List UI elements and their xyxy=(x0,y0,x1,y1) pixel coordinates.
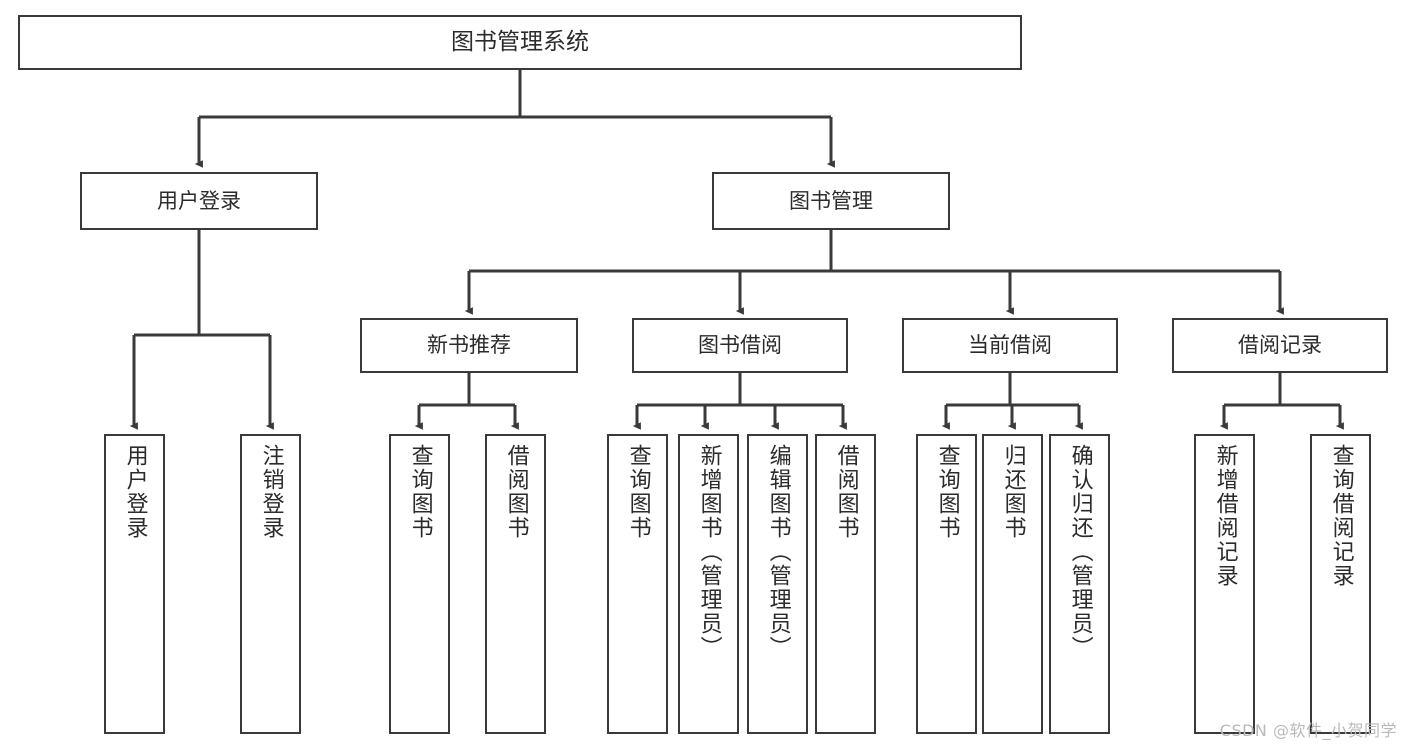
node-book-borrow[interactable]: 图书借阅 xyxy=(632,318,848,373)
node-leaf-query-book-1-label: 查询图书 xyxy=(407,444,433,540)
node-leaf-return-book[interactable]: 归还图书 xyxy=(982,434,1043,734)
node-leaf-query-book-3-label: 查询图书 xyxy=(934,444,960,540)
node-leaf-logout-login-label: 注销登录 xyxy=(258,444,284,540)
node-new-book-recommend-label: 新书推荐 xyxy=(427,333,511,358)
connector-userlogin-to-leaves xyxy=(129,230,274,430)
node-leaf-add-book[interactable]: 新增图书（管理员） xyxy=(678,434,739,734)
node-leaf-borrow-book-1[interactable]: 借阅图书 xyxy=(485,434,546,734)
connector-bookborrow-to-leaves xyxy=(632,373,847,430)
node-leaf-query-book-2[interactable]: 查询图书 xyxy=(607,434,668,734)
node-leaf-query-book-1[interactable]: 查询图书 xyxy=(389,434,450,734)
node-leaf-user-login[interactable]: 用户登录 xyxy=(104,434,165,734)
node-new-book-recommend[interactable]: 新书推荐 xyxy=(360,318,578,373)
node-book-management-label: 图书管理 xyxy=(789,188,873,213)
connector-newbook-to-leaves xyxy=(414,373,519,430)
node-leaf-query-book-3[interactable]: 查询图书 xyxy=(916,434,977,734)
node-leaf-query-borrow-record-label: 查询借阅记录 xyxy=(1328,444,1354,588)
node-leaf-add-borrow-record-label: 新增借阅记录 xyxy=(1212,444,1238,588)
node-leaf-borrow-book-1-label: 借阅图书 xyxy=(503,444,529,540)
node-leaf-borrow-book-2[interactable]: 借阅图书 xyxy=(815,434,876,734)
node-book-borrow-label: 图书借阅 xyxy=(698,333,782,358)
node-leaf-confirm-return[interactable]: 确认归还（管理员） xyxy=(1049,434,1110,734)
node-leaf-user-login-label: 用户登录 xyxy=(122,444,148,540)
node-root-system[interactable]: 图书管理系统 xyxy=(18,15,1022,70)
node-leaf-query-book-2-label: 查询图书 xyxy=(625,444,651,540)
node-leaf-add-borrow-record[interactable]: 新增借阅记录 xyxy=(1194,434,1255,734)
connector-bookmgmt-to-level2 xyxy=(464,230,1284,315)
node-leaf-add-book-label: 新增图书（管理员） xyxy=(696,444,722,660)
connector-currentborrow-to-leaves xyxy=(941,373,1083,430)
node-book-management[interactable]: 图书管理 xyxy=(712,172,950,230)
csdn-watermark: CSDN @软件_小贺同学 xyxy=(1219,721,1397,740)
connector-borrowrecord-to-leaves xyxy=(1219,373,1344,430)
node-current-borrow-label: 当前借阅 xyxy=(968,333,1052,358)
node-leaf-return-book-label: 归还图书 xyxy=(1000,444,1026,540)
node-user-login-label: 用户登录 xyxy=(157,188,241,213)
connector-root-to-level1 xyxy=(194,70,835,168)
node-user-login[interactable]: 用户登录 xyxy=(80,172,318,230)
node-leaf-confirm-return-label: 确认归还（管理员） xyxy=(1067,444,1093,660)
node-current-borrow[interactable]: 当前借阅 xyxy=(902,318,1118,373)
node-leaf-borrow-book-2-label: 借阅图书 xyxy=(833,444,859,540)
node-leaf-edit-book-label: 编辑图书（管理员） xyxy=(765,444,791,660)
node-borrow-record[interactable]: 借阅记录 xyxy=(1172,318,1388,373)
node-leaf-query-borrow-record[interactable]: 查询借阅记录 xyxy=(1310,434,1371,734)
node-leaf-logout-login[interactable]: 注销登录 xyxy=(240,434,301,734)
node-root-label: 图书管理系统 xyxy=(451,28,589,55)
node-leaf-edit-book[interactable]: 编辑图书（管理员） xyxy=(747,434,808,734)
node-borrow-record-label: 借阅记录 xyxy=(1238,333,1322,358)
